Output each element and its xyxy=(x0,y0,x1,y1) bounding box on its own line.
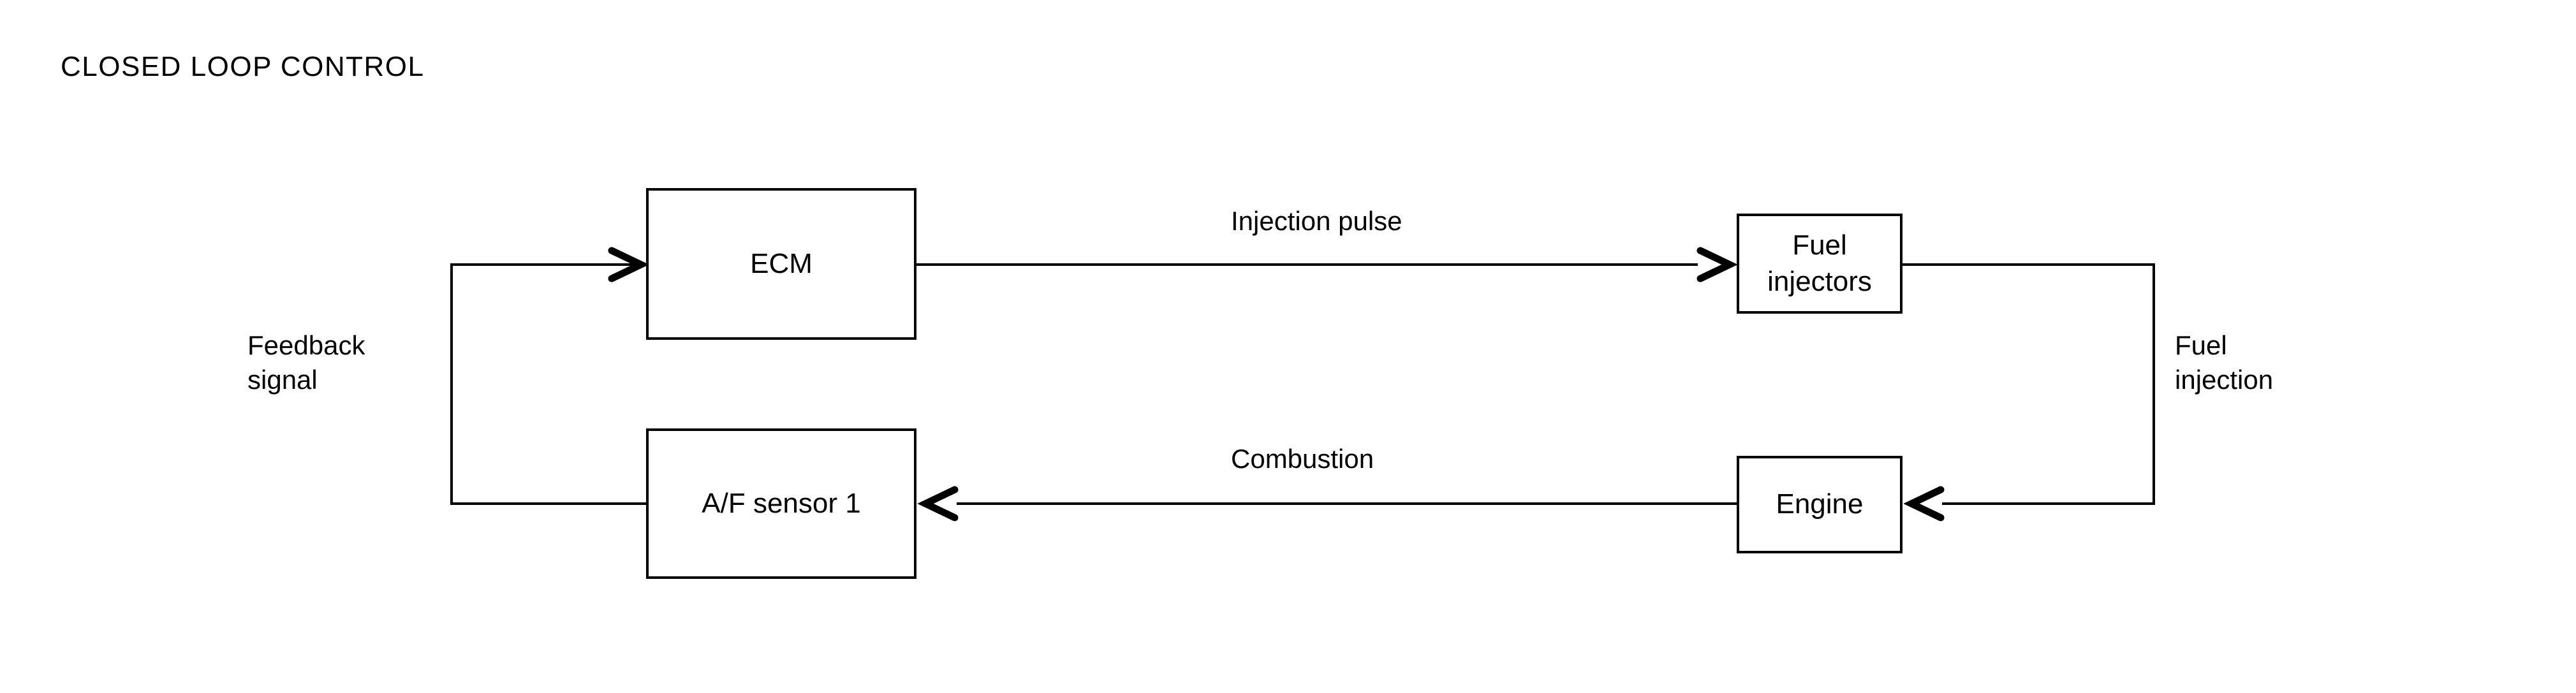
page-title: CLOSED LOOP CONTROL xyxy=(61,51,425,82)
arrowhead-left-icon-combustion xyxy=(917,486,959,522)
edge-label-combustion: Combustion xyxy=(1231,444,1374,474)
arrowhead-right-icon-injection-pulse xyxy=(1696,247,1738,282)
arrowhead-right-icon-feedback xyxy=(608,247,649,282)
node-ecm: ECM xyxy=(646,188,916,340)
edge-label-injection-pulse: Injection pulse xyxy=(1231,206,1402,236)
node-engine: Engine xyxy=(1737,456,1903,553)
node-af-sensor-label: A/F sensor 1 xyxy=(702,487,861,519)
node-engine-label: Engine xyxy=(1776,488,1864,520)
arrowhead-left-icon-fuel-injection xyxy=(1903,486,1945,522)
node-af-sensor: A/F sensor 1 xyxy=(646,428,916,579)
edge-feedback-to-ecm xyxy=(450,263,649,266)
edge-engine-to-af-sensor xyxy=(957,502,1737,505)
edge-fuel-injection-to-engine xyxy=(1942,502,2155,505)
node-fuel-injectors: Fuel injectors xyxy=(1737,214,1903,314)
edge-ecm-to-fuel-injectors xyxy=(916,263,1698,266)
node-ecm-label: ECM xyxy=(750,247,813,279)
edge-fuel-injection-riser xyxy=(2153,263,2155,505)
edge-feedback-riser xyxy=(450,263,453,505)
edge-label-feedback-signal: Feedback signal xyxy=(247,330,365,395)
node-fuel-injectors-label: Fuel injectors xyxy=(1767,230,1872,297)
edge-fuel-injectors-out xyxy=(1903,263,2155,266)
edge-af-sensor-feedback-out xyxy=(450,502,649,505)
edge-label-fuel-injection: Fuel injection xyxy=(2175,330,2274,395)
